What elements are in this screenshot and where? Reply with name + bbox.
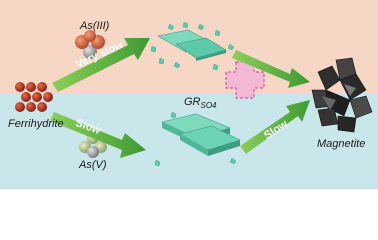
magnetite-crystals — [311, 57, 373, 133]
diagram: As(III) Ferrihydrite As(V) GRSO4 Magneti… — [0, 0, 378, 189]
top-to-magnetite-arrow — [232, 50, 310, 88]
diagram-graphics — [15, 21, 373, 167]
ferrihydrite-particles — [15, 82, 53, 112]
slow-arrow-right — [240, 100, 310, 154]
gr-crystal-bottom — [161, 113, 241, 156]
slow-arrow-left — [50, 112, 146, 158]
adsorbed-as-iii-icons — [150, 21, 235, 71]
magnetite-label: Magnetite — [317, 138, 366, 150]
gr-so4-label: GRSO4 — [184, 96, 217, 111]
gr-crystal-top — [157, 29, 227, 61]
ferrihydrite-label: Ferrihydrite — [8, 118, 64, 130]
very-slow-arrow — [52, 38, 150, 92]
as-v-label: As(V) — [79, 159, 107, 171]
as-iii-molecule-icon — [75, 30, 105, 59]
adsorbed-as-v-icons — [154, 111, 237, 167]
as-iii-label: As(III) — [80, 20, 110, 32]
blocked-pathway-cross-icon — [225, 61, 265, 99]
